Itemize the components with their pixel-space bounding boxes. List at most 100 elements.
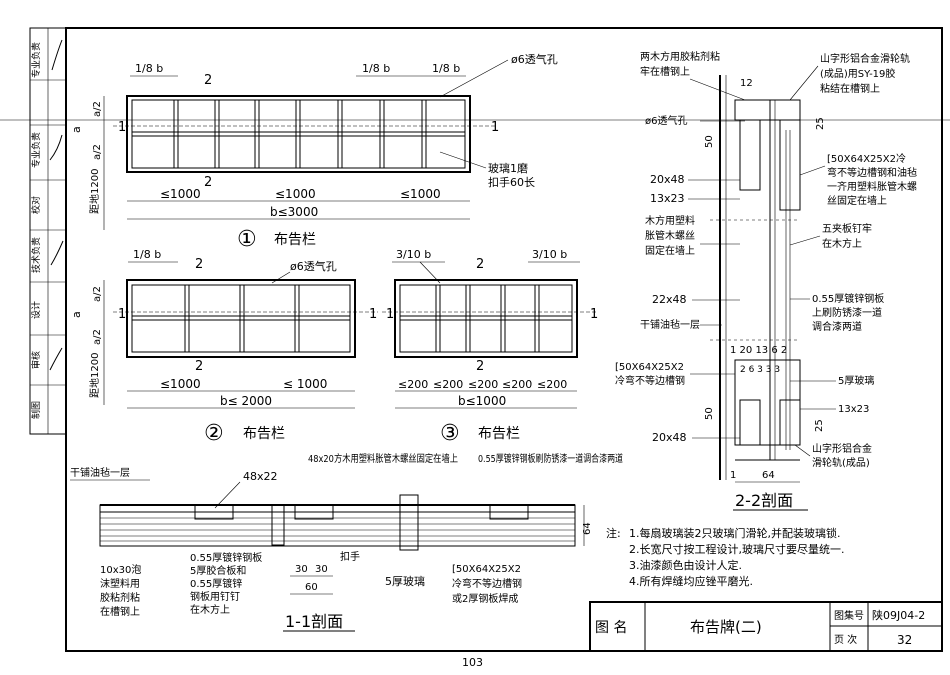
fig1-dim-top-mid: 1/8 b (362, 62, 390, 75)
page-number: 32 (897, 633, 912, 647)
sec22-b50: 50 (704, 407, 715, 420)
sec22-t4: (成品)用SY-19胶 (820, 67, 895, 80)
fig1-dim-a2-bot: a/2 (92, 144, 103, 160)
sec22-alu1: 山字形铝合金 (812, 442, 872, 455)
sec22-steel3: 调合漆两道 (812, 320, 862, 333)
sec22-50: 50 (704, 135, 715, 148)
fig2-ground: 距地1200 (88, 353, 101, 398)
fig3-seg-1: ≤200 (433, 378, 463, 391)
note-2: 2.长宽尺寸按工程设计,玻璃尺寸要尽量统一. (629, 542, 845, 556)
fig1-seg2: ≤1000 (275, 187, 316, 201)
sec11-mid-5: 在木方上 (190, 603, 230, 616)
fig3-title: 布告栏 (478, 426, 520, 442)
notes-lead: 注: (606, 526, 621, 540)
sec22-t3-leader (789, 65, 819, 101)
sec22-22x48: 22x48 (652, 293, 687, 306)
sec11-felt: 干铺油毡一层 (70, 466, 130, 479)
sec11-kou: 扣手 (340, 550, 360, 563)
fig2-dim-top: 1/8 b (133, 248, 161, 261)
sec11-section (99, 494, 576, 551)
sec22-ch-leader (799, 165, 826, 176)
sec22-felt: 干铺油毡一层 (640, 318, 700, 331)
sec11-mid-4: 钢板用钉钉 (190, 590, 240, 603)
sec22-wood1: 木方用塑料 (645, 214, 695, 227)
fig2-vent: ø6透气孔 (290, 259, 337, 273)
sec11-30a: 30 (295, 564, 308, 575)
sec22-t2: 牢在槽钢上 (640, 65, 690, 78)
side-label-4: 设计 (30, 301, 42, 319)
sheet-page-number: 103 (462, 656, 483, 669)
fig2-board (113, 279, 378, 358)
fig1-number: ① (237, 227, 257, 252)
sec22-nail1: 五夹板钉牢 (822, 222, 872, 235)
side-label-1: 专业负责 (30, 132, 42, 168)
sec22-t5: 粘结在槽钢上 (820, 82, 880, 95)
sec22-b20x48: 20x48 (652, 431, 687, 444)
fig3-cut-right: 1 (590, 307, 598, 322)
side-label-5: 审核 (30, 351, 42, 369)
sec22-d1: 1 (730, 470, 736, 481)
fig3-number: ③ (440, 421, 460, 446)
title-name: 布告牌(二) (690, 618, 762, 636)
fig3-board (382, 279, 598, 358)
sec11-48x22-leader (214, 481, 241, 509)
sec22-20x48: 20x48 (650, 173, 685, 186)
sec22-t1-leader (689, 78, 746, 101)
fig1-glass-leader (439, 151, 487, 169)
fig3-seg-2: ≤200 (468, 378, 498, 391)
sec22-glass5: 5厚玻璃 (838, 374, 874, 387)
sec11-bl-1: 10x30泡 (100, 563, 141, 576)
side-label-0: 专业负责 (30, 42, 42, 78)
fig1-seg1: ≤1000 (160, 187, 201, 201)
sec22-alu-leader (794, 444, 811, 457)
sec11-bl-2: 沫塑料用 (100, 577, 140, 590)
fig1-vent: ø6透气孔 (511, 52, 558, 66)
fig3-cut-left: 1 (386, 307, 394, 322)
sec22-ch4: 丝固定在墙上 (827, 194, 887, 207)
sec22-chb2: 冷弯不等边槽钢 (615, 374, 685, 387)
fig2-cut-right: 1 (369, 307, 377, 322)
fig1-dim-top-left: 1/8 b (135, 62, 163, 75)
sec22-t3: 山字形铝合金滑轮轨 (820, 52, 910, 65)
sec22-12: 12 (740, 78, 753, 89)
sec22-b25: 25 (814, 419, 825, 432)
sec22-d64: 64 (762, 470, 775, 481)
side-label-2: 校对 (30, 196, 42, 214)
fig1-cut-right: 1 (491, 120, 499, 135)
sec22-title: 2-2剖面 (735, 491, 793, 510)
note-3: 3.油漆颜色由设计人定. (629, 558, 742, 572)
note-4: 4.所有焊缝均应锉平磨光. (629, 574, 753, 588)
fig3-cut-bottom: 2 (476, 359, 484, 374)
fig3-cut-top: 2 (476, 257, 484, 272)
fig2-cut-top: 2 (195, 257, 203, 272)
fig1-board (113, 95, 497, 173)
sec11-wood-note: 48x20方木用塑料胀管木螺丝固定在墙上 (308, 452, 458, 465)
fig1-dim-top-right: 1/8 b (432, 62, 460, 75)
sec22-steel2: 上刷防锈漆一道 (812, 306, 882, 319)
fig1-total: b≤3000 (270, 205, 318, 219)
sec22-alu2: 滑轮轨(成品) (812, 456, 870, 469)
sec22-section (710, 75, 801, 480)
side-label-6: 制图 (30, 401, 42, 419)
sec11-steel-note: 0.55厚镀锌钢板刷防锈漆一道调合漆两道 (478, 452, 623, 465)
fig1-cut-top: 2 (204, 73, 212, 88)
note-1: 1.每扇玻璃装2只玻璃门滑轮,并配装玻璃锁. (629, 526, 841, 540)
sec22-nail2: 在木方上 (822, 237, 862, 250)
sec22-ch2: 弯不等边槽钢和油毡 (827, 166, 917, 179)
sec22-25: 25 (815, 117, 826, 130)
fig2-cut-left: 1 (118, 307, 126, 322)
fig3-dim-top-left: 3/10 b (396, 248, 431, 261)
fig1-cut-bottom: 2 (204, 175, 212, 190)
sec22-steel1: 0.55厚镀锌钢板 (812, 292, 884, 305)
fig1-ground: 距地1200 (88, 169, 101, 214)
fig3-dim-top-right: 3/10 b (532, 248, 567, 261)
fig3-total: b≤1000 (458, 394, 506, 408)
sec22-ch1: [50X64X25X2冷 (827, 152, 906, 165)
sec11-bl-3: 胶粘剂粘 (100, 591, 140, 604)
sec22-chb1: [50X64X25X2 (615, 362, 684, 373)
fig1-glass-note-2: 扣手60长 (488, 175, 535, 189)
fig2-dim-a: a (70, 311, 83, 318)
fig1-seg3: ≤1000 (400, 187, 441, 201)
sec11-title: 1-1剖面 (285, 612, 343, 631)
